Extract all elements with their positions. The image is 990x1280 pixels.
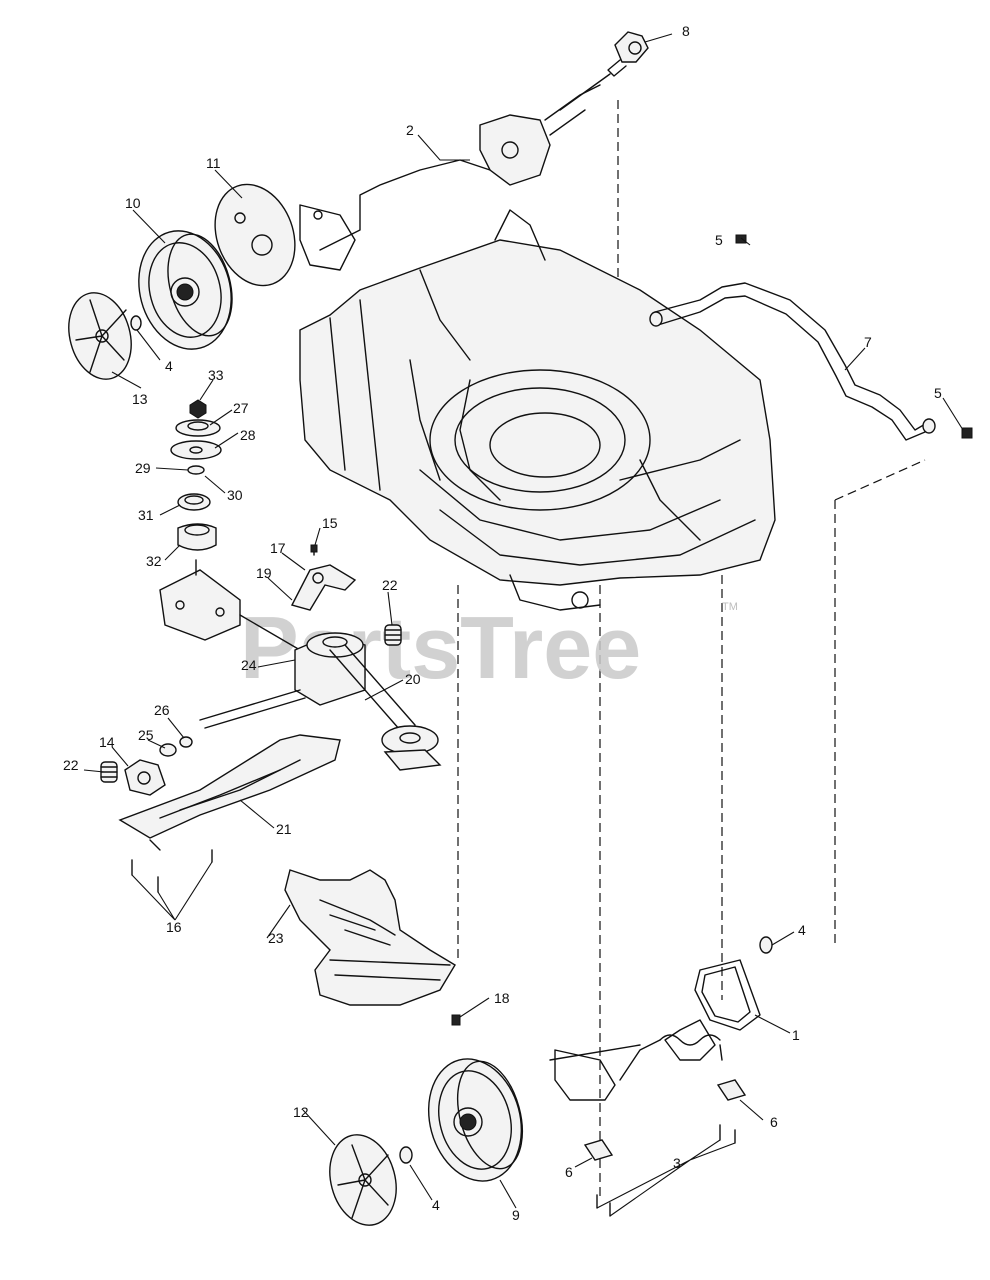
callout-4-wheel: 4 xyxy=(432,1197,440,1213)
callout-labels: 1 2 3 4 4 4 5 5 6 6 7 8 9 10 11 12 13 14… xyxy=(63,23,942,1223)
callout-9: 9 xyxy=(512,1207,520,1223)
part-7-handle xyxy=(649,282,936,441)
part-22-gear-right xyxy=(384,624,402,646)
callout-26: 26 xyxy=(154,702,170,718)
part-24-gear-housing xyxy=(159,559,366,706)
callout-11: 11 xyxy=(206,155,221,171)
part-23-chute xyxy=(284,869,456,1006)
callout-32: 32 xyxy=(146,553,162,569)
callout-33: 33 xyxy=(208,367,224,383)
callout-1: 1 xyxy=(792,1027,800,1043)
callout-2: 2 xyxy=(406,122,414,138)
callout-6-left: 6 xyxy=(565,1164,573,1180)
callout-12: 12 xyxy=(293,1104,309,1120)
part-21-plate xyxy=(118,734,341,851)
part-19-bracket xyxy=(290,544,357,611)
callout-15: 15 xyxy=(322,515,338,531)
callout-20: 20 xyxy=(405,671,421,687)
callout-18: 18 xyxy=(494,990,510,1006)
callout-28: 28 xyxy=(240,427,256,443)
callout-4-rear: 4 xyxy=(165,358,173,374)
callout-16: 16 xyxy=(166,919,182,935)
part-14-bearing-housing xyxy=(124,759,166,796)
part-11-disk xyxy=(214,183,296,287)
callout-10: 10 xyxy=(125,195,141,211)
callout-13: 13 xyxy=(132,391,148,407)
part-3-bolts xyxy=(596,1124,736,1217)
callout-21: 21 xyxy=(276,821,292,837)
part-8-knob xyxy=(559,31,649,111)
part-25-bushing xyxy=(159,743,177,757)
callout-14: 14 xyxy=(99,734,115,750)
part-4-washer-front xyxy=(759,936,773,954)
part-13-hubcap xyxy=(68,292,132,380)
part-4-washer-front-wheel xyxy=(399,1146,413,1164)
callout-23: 23 xyxy=(268,930,284,946)
callout-31: 31 xyxy=(138,507,154,523)
callout-22-right: 22 xyxy=(382,577,398,593)
pulley-stack xyxy=(170,399,222,551)
callout-22-left: 22 xyxy=(63,757,79,773)
callout-5-lower: 5 xyxy=(934,385,942,401)
callout-8: 8 xyxy=(682,23,690,39)
callout-25: 25 xyxy=(138,727,154,743)
part-18-bolt xyxy=(451,1014,461,1026)
part-4-washer-rear xyxy=(130,315,142,331)
callout-6-right: 6 xyxy=(770,1114,778,1130)
part-26-spacer xyxy=(179,736,193,748)
watermark-trademark: TM xyxy=(722,601,738,613)
mower-deck xyxy=(299,209,776,611)
drive-axle xyxy=(199,689,306,729)
callout-30: 30 xyxy=(227,487,243,503)
callout-19: 19 xyxy=(256,565,272,581)
part-2-adjuster-rod xyxy=(299,84,601,271)
part-12-hubcap xyxy=(329,1134,397,1226)
callout-3: 3 xyxy=(673,1155,681,1171)
part-6-brackets xyxy=(583,1079,747,1161)
callout-5-upper: 5 xyxy=(715,232,723,248)
part-5-bolts xyxy=(735,234,973,439)
part-1-axle-assembly xyxy=(549,959,761,1101)
callout-24: 24 xyxy=(241,657,257,673)
callout-7: 7 xyxy=(864,334,872,350)
leader-lines xyxy=(83,33,964,1217)
part-10-rear-wheel xyxy=(138,230,233,350)
callout-27: 27 xyxy=(233,400,249,416)
callout-17: 17 xyxy=(270,540,286,556)
part-16-screws xyxy=(131,849,213,893)
part-9-front-wheel xyxy=(427,1058,523,1182)
callout-4-front: 4 xyxy=(798,922,806,938)
callout-29: 29 xyxy=(135,460,151,476)
part-20-belt xyxy=(329,644,442,771)
